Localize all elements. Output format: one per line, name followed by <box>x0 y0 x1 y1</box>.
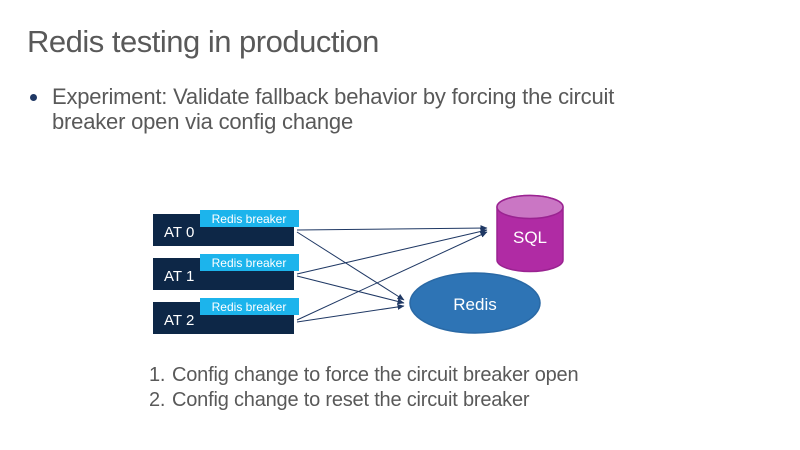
numbered-list: 1. Config change to force the circuit br… <box>149 363 579 413</box>
bullet-text-line2: breaker open via config change <box>52 109 353 134</box>
breaker-label-2: Redis breaker <box>212 300 287 314</box>
list-item-number: 1. <box>149 364 166 386</box>
connector-at2-redis <box>296 303 405 323</box>
connector-at2-sql <box>296 231 488 321</box>
list-item: 2. Config change to reset the circuit br… <box>149 388 578 413</box>
list-item: 1. Config change to force the circuit br… <box>149 363 579 388</box>
connectors-to-sql <box>296 225 488 321</box>
connectors-to-redis <box>296 231 405 323</box>
tier-label-1: AT 1 <box>164 268 194 285</box>
breaker-label-0: Redis breaker <box>212 212 287 226</box>
connector-at1-sql <box>296 228 488 275</box>
sql-cylinder-top <box>496 194 564 220</box>
breaker-box-0 <box>200 210 299 227</box>
connector-at0-redis <box>296 231 405 301</box>
breaker-label-1: Redis breaker <box>212 256 287 270</box>
redis-ellipse <box>409 272 541 334</box>
redis-label: Redis <box>453 295 496 314</box>
bullet-item: Experiment: Validate fallback behavior b… <box>30 84 780 134</box>
bullet-dot-icon <box>30 94 37 101</box>
bullet-text-line1: Experiment: Validate fallback behavior b… <box>52 84 615 109</box>
tier-label-0: AT 0 <box>164 224 194 241</box>
list-item-number: 2. <box>149 389 166 411</box>
redis-node: Redis <box>409 272 541 334</box>
slide-title: Redis testing in production <box>27 24 379 59</box>
list-item-text: Config change to force the circuit break… <box>172 364 579 386</box>
app-tier-1: AT 1 Redis breaker <box>153 254 299 290</box>
connector-at0-sql <box>296 225 488 232</box>
connector-at1-redis <box>296 275 405 305</box>
app-tier-2: AT 2 Redis breaker <box>153 298 299 334</box>
tier-label-2: AT 2 <box>164 312 194 329</box>
list-item-text: Config change to reset the circuit break… <box>172 389 530 411</box>
breaker-box-1 <box>200 254 299 271</box>
app-tier-0: AT 0 Redis breaker <box>153 210 299 246</box>
sql-database: SQL <box>496 194 564 273</box>
bullet-text: Experiment: Validate fallback behavior b… <box>52 84 614 134</box>
breaker-box-2 <box>200 298 299 315</box>
sql-label: SQL <box>513 228 547 247</box>
